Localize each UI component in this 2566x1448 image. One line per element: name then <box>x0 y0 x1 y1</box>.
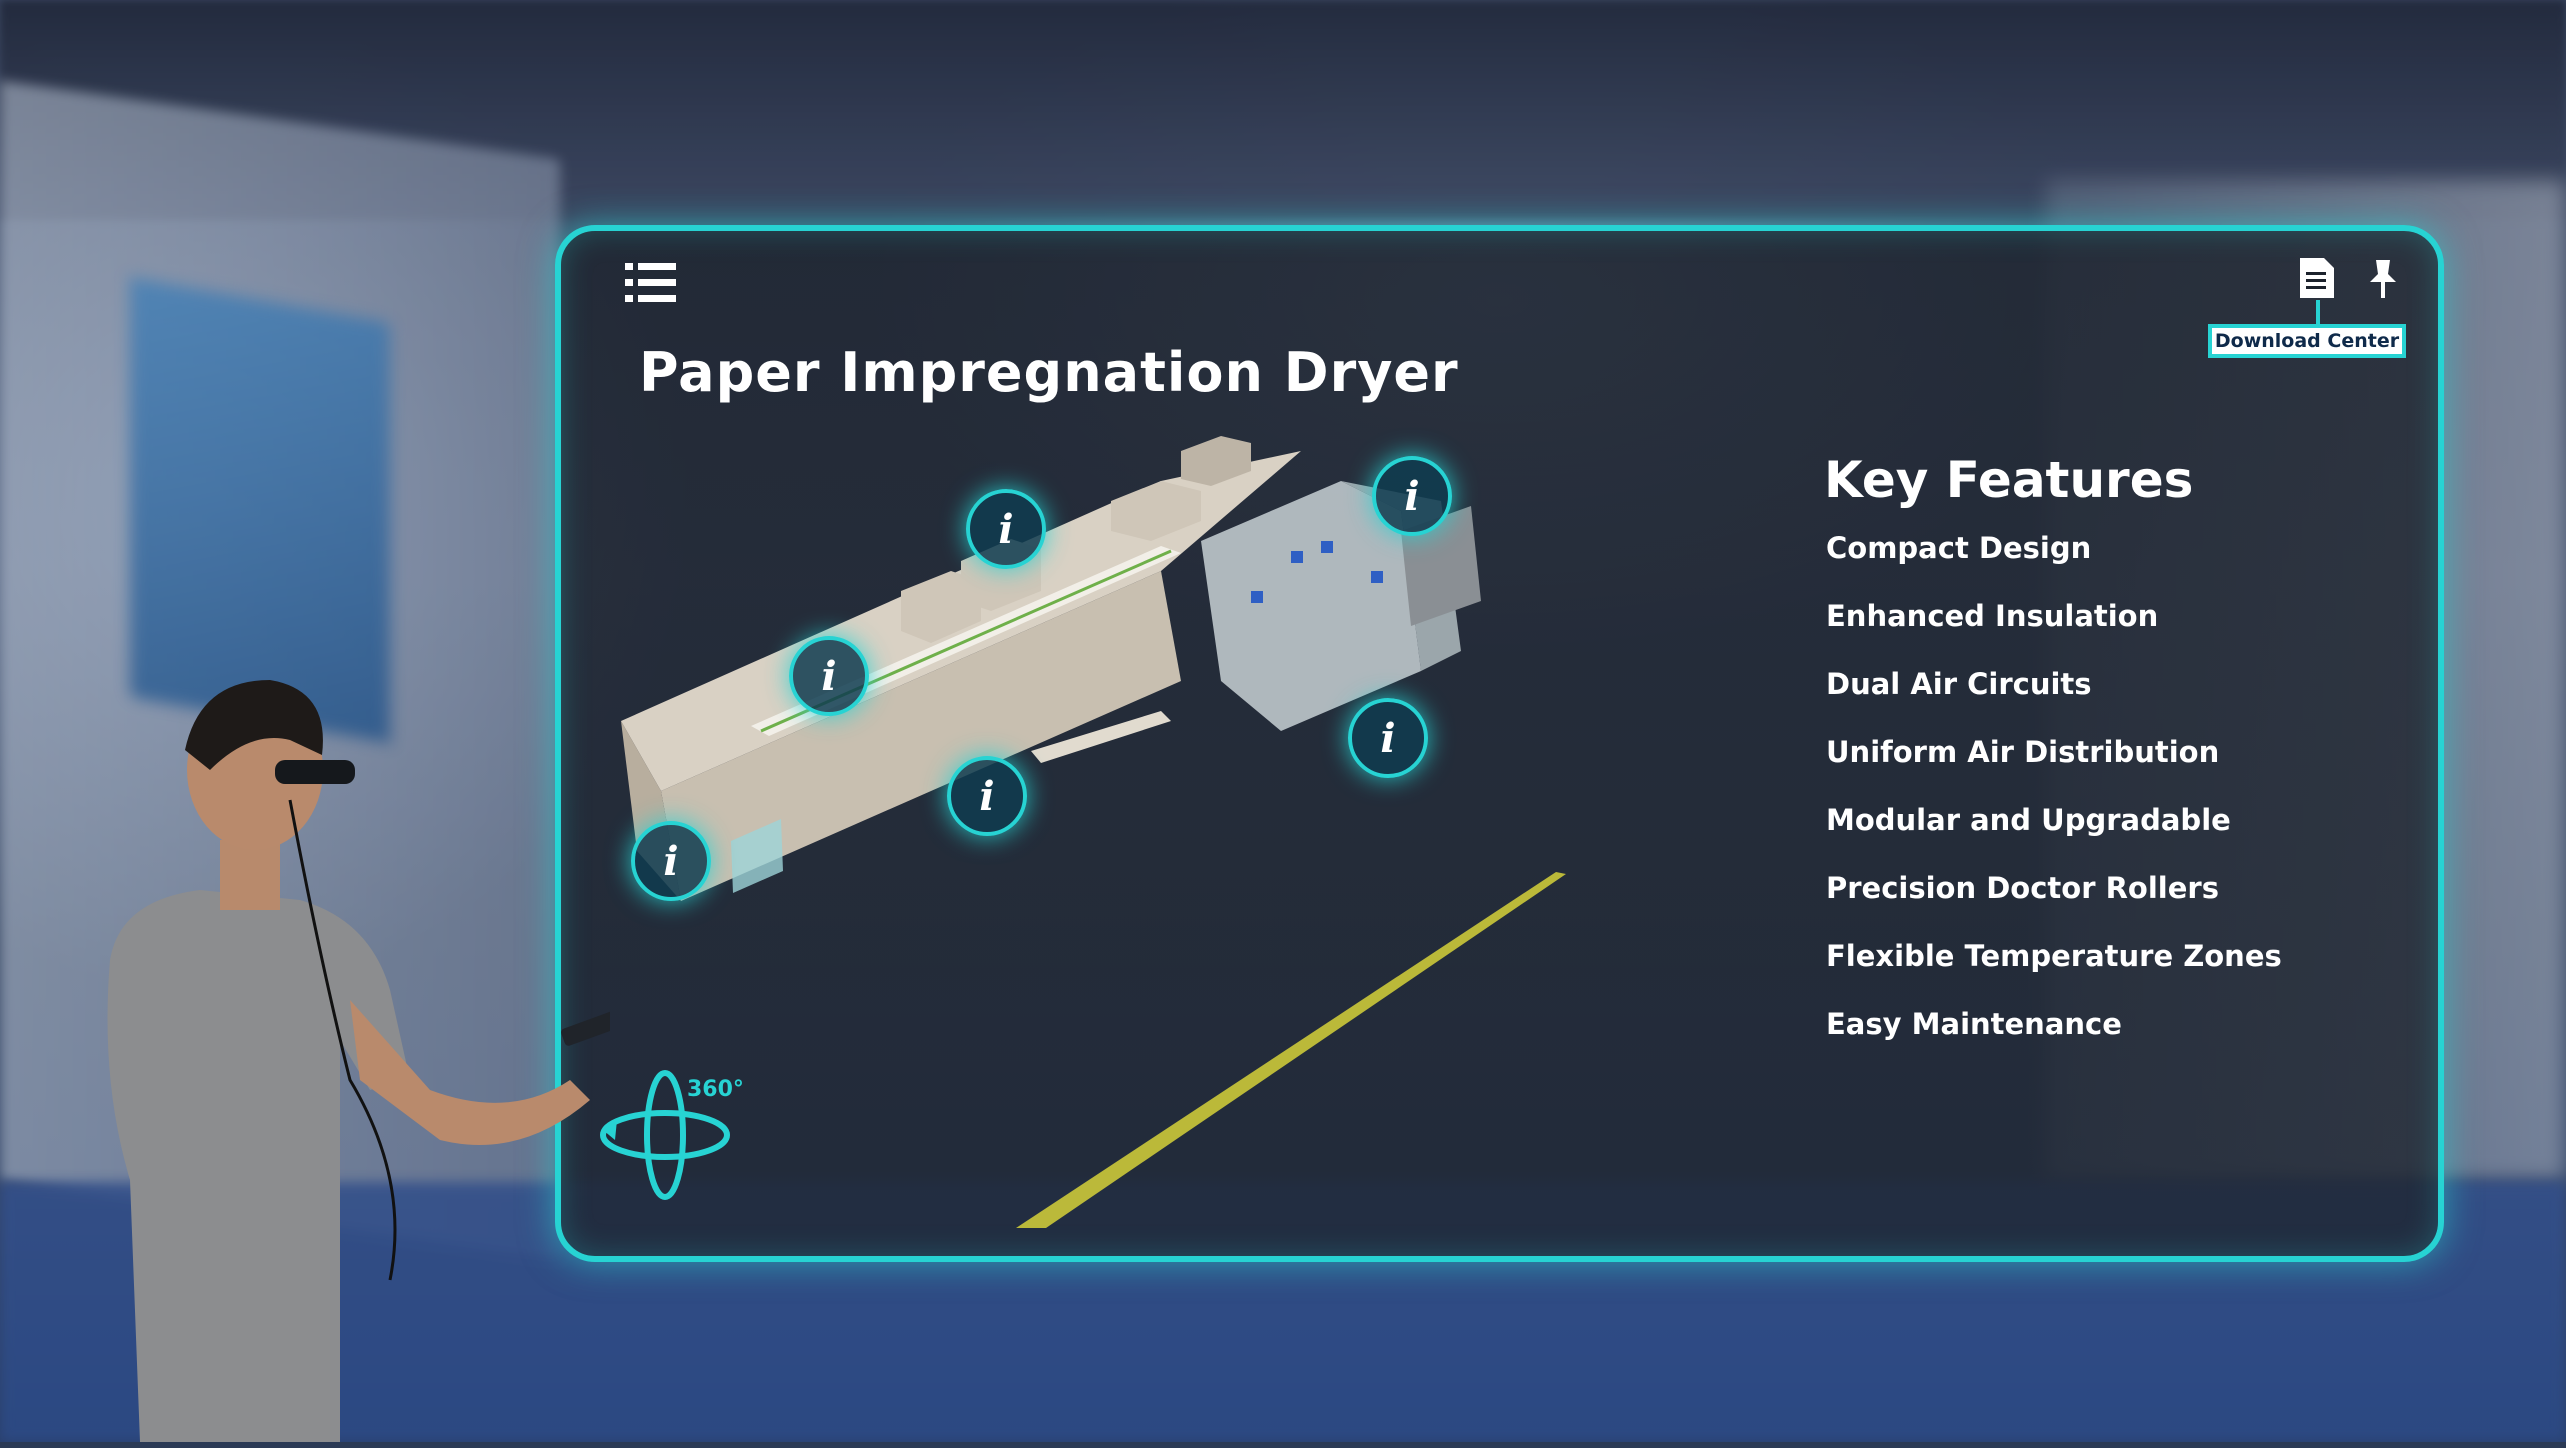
feature-item: Flexible Temperature Zones <box>1826 939 2282 973</box>
rotate-360-icon[interactable]: 360° <box>595 1060 755 1210</box>
info-hotspot-front[interactable]: i <box>631 821 711 901</box>
document-icon[interactable] <box>2298 256 2336 300</box>
info-hotspot-center[interactable]: i <box>947 756 1027 836</box>
feature-item: Uniform Air Distribution <box>1826 735 2220 769</box>
key-features-list: Compact Design Enhanced Insulation Dual … <box>1826 531 2282 1075</box>
feature-item: Compact Design <box>1826 531 2092 565</box>
feature-item: Enhanced Insulation <box>1826 599 2159 633</box>
list-icon[interactable] <box>625 261 677 305</box>
presenter-with-ar-glasses <box>107 680 610 1442</box>
feature-item: Dual Air Circuits <box>1826 667 2092 701</box>
info-hotspot-rear-top[interactable]: i <box>1372 456 1452 536</box>
ar-display-panel: Paper Impregnation Dryer Download Center <box>555 225 2444 1262</box>
info-hotspot-left-top[interactable]: i <box>789 636 869 716</box>
feature-item: Modular and Upgradable <box>1826 803 2231 837</box>
download-connector-line <box>2316 300 2320 324</box>
rotate-360-label: 360° <box>687 1077 744 1102</box>
key-features-heading: Key Features <box>1824 451 2194 509</box>
info-hotspot-rear[interactable]: i <box>1348 698 1428 778</box>
pin-icon[interactable] <box>2368 258 2398 300</box>
download-center-button[interactable]: Download Center <box>2208 324 2406 358</box>
dryer-machine-3d-model[interactable] <box>601 421 1741 981</box>
download-center: Download Center <box>2208 256 2418 366</box>
feature-item: Easy Maintenance <box>1826 1007 2122 1041</box>
feature-item: Precision Doctor Rollers <box>1826 871 2219 905</box>
page-title: Paper Impregnation Dryer <box>639 341 1459 404</box>
info-hotspot-top[interactable]: i <box>966 489 1046 569</box>
